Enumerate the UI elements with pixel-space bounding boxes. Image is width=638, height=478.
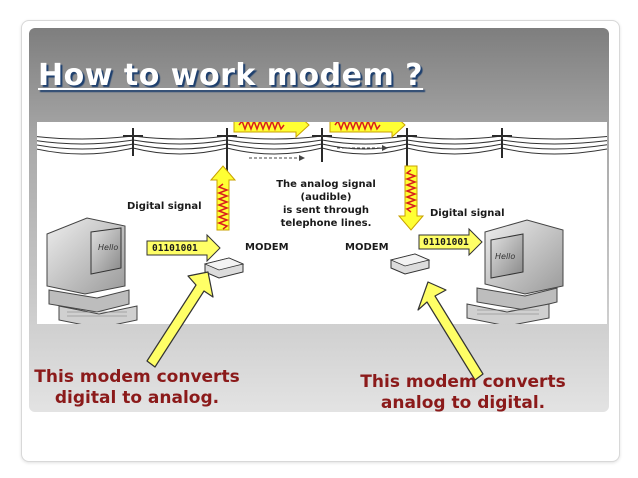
diagram-artwork: Hello Hello: [37, 122, 607, 324]
modem-diagram: Hello Hello Digital signal Digital signa…: [37, 122, 607, 324]
caption-left: This modem converts digital to analog.: [24, 367, 250, 409]
computer-left: [46, 217, 138, 324]
digital-signal-label-right: Digital signal: [430, 208, 505, 219]
caption-right-line-2: analog to digital.: [380, 393, 546, 413]
caption-left-line-2: digital to analog.: [54, 388, 220, 408]
analog-signal-arrow-2: [329, 122, 406, 139]
line-direction-arrows: [249, 147, 382, 159]
analog-signal-down-arrow: [397, 165, 425, 231]
digital-signal-arrow-left: [146, 233, 221, 263]
analog-signal-arrow-1: [233, 122, 310, 139]
caption-left-line-1: This modem converts: [34, 367, 240, 387]
analog-description-line-2: (audible): [300, 192, 352, 203]
computer-right: [466, 219, 564, 324]
caption-right: This modem converts analog to digital.: [350, 372, 576, 414]
pointer-arrow-left: [146, 271, 214, 368]
caption-right-line-1: This modem converts: [360, 372, 566, 392]
screen-text-left: Hello: [98, 243, 118, 252]
digital-signal-arrow-right: [418, 227, 483, 257]
modem-label-left: MODEM: [245, 242, 289, 253]
pointer-arrow-right: [417, 281, 484, 381]
analog-signal-up-arrow: [209, 165, 237, 231]
modem-label-right: MODEM: [345, 242, 389, 253]
screen-text-right: Hello: [495, 252, 515, 261]
modem-right: [389, 253, 431, 275]
analog-description-line-1: The analog signal: [276, 179, 376, 190]
analog-description-line-3: is sent through: [282, 205, 370, 216]
digital-signal-label-left: Digital signal: [127, 201, 202, 212]
analog-signal-description: The analog signal (audible) is sent thro…: [255, 178, 397, 230]
binary-data-right: 01101001: [423, 237, 469, 248]
binary-data-left: 01101001: [152, 243, 198, 254]
slide-title: How to work modem ?: [38, 58, 424, 93]
analog-description-line-4: telephone lines.: [280, 218, 372, 229]
